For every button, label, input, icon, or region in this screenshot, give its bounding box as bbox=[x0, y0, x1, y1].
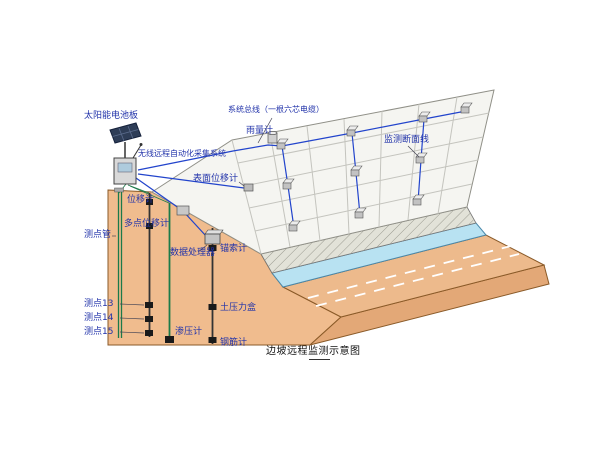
surface-meter-cable bbox=[137, 173, 245, 189]
seepage-sensor-node bbox=[165, 336, 174, 343]
label-wireless-system: 无线远程自动化采集系统 bbox=[138, 149, 226, 158]
anchor-cable-sensor-node bbox=[208, 245, 217, 251]
road-lane-dash-line bbox=[307, 245, 512, 299]
label-surface-displacement-meter: 表面位移计 bbox=[193, 174, 239, 184]
road-lane-dash-line bbox=[315, 253, 520, 307]
label-seepage-pressure-meter: 渗压计 bbox=[175, 327, 203, 337]
label-anchor-cable-meter: 锚索计 bbox=[220, 244, 248, 254]
antenna-icon bbox=[132, 144, 142, 159]
ground-mass bbox=[107, 189, 550, 346]
leader-lines bbox=[112, 117, 420, 334]
sensor-nodes bbox=[145, 199, 217, 343]
solar-panel bbox=[109, 122, 142, 160]
borehole-collar bbox=[114, 187, 124, 193]
boreholes bbox=[114, 187, 217, 344]
label-measuring-point-13: 测点13 bbox=[84, 299, 114, 309]
data-processor-box bbox=[204, 229, 224, 245]
diagram-caption: 边坡远程监测示意图 bbox=[266, 346, 361, 357]
point13-sensor-node bbox=[145, 302, 153, 308]
point15-sensor-node bbox=[145, 330, 153, 336]
point14-sensor-node bbox=[145, 316, 153, 322]
junction-box bbox=[176, 205, 190, 216]
label-solar-panel: 太阳能电池板 bbox=[84, 111, 139, 121]
rebar-sensor-node bbox=[208, 337, 217, 343]
label-data-processor: 数据处理器 bbox=[170, 248, 216, 258]
displacement-sensor-node bbox=[146, 199, 153, 205]
label-measuring-point-tube: 测点管 bbox=[84, 230, 112, 240]
devices bbox=[109, 102, 473, 245]
rain-gauge-icon bbox=[267, 131, 278, 144]
label-displacement-meter: 位移计 bbox=[127, 195, 155, 205]
label-system-bus: 系统总线（一根六芯电缆） bbox=[228, 105, 324, 114]
earth-pressure-sensor-node bbox=[208, 304, 217, 310]
multipoint-sensor-node bbox=[146, 223, 153, 229]
label-rain-gauge: 雨量计 bbox=[246, 126, 274, 136]
label-measuring-point-15: 测点15 bbox=[84, 327, 114, 337]
label-monitoring-section-line: 监测断面线 bbox=[384, 135, 430, 145]
surface-displacement-device bbox=[243, 183, 254, 192]
label-rebar-meter: 钢筋计 bbox=[220, 338, 248, 348]
label-multipoint-displacement-meter: 多点位移计 bbox=[124, 219, 170, 229]
collection-cabinet bbox=[113, 143, 143, 185]
caption-underline bbox=[309, 359, 330, 360]
label-measuring-point-14: 测点14 bbox=[84, 313, 114, 323]
label-earth-pressure-cell: 土压力盒 bbox=[220, 303, 257, 313]
